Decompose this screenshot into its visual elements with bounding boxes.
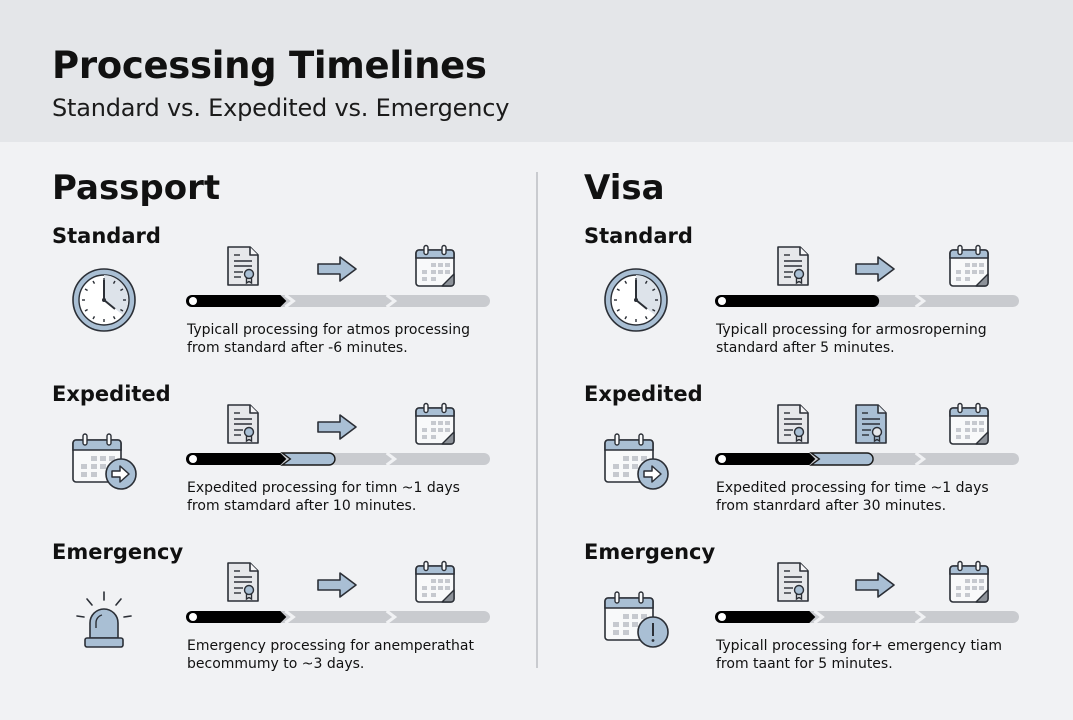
tier-description-line: Typicall processing for armosroperning (716, 322, 987, 338)
step-document-icon (226, 245, 260, 291)
calendar-forward-icon (603, 432, 673, 496)
step-arrow-right-icon (316, 255, 358, 287)
tier-description-line: standard after 5 minutes. (716, 340, 895, 356)
column-title-passport: Passport (52, 168, 221, 208)
step-calendar-icon (948, 560, 990, 608)
step-document-icon (776, 561, 810, 607)
tier-label: Standard (52, 224, 161, 248)
tier-label: Expedited (52, 382, 171, 406)
step-arrow-right-icon (854, 255, 896, 287)
tier-description-line: becommumy to ~3 days. (187, 656, 365, 672)
clock-icon (603, 267, 669, 337)
step-calendar-icon (948, 244, 990, 292)
step-document-highlighted-icon (854, 403, 888, 449)
tier-description-line: from standard after -6 minutes. (187, 340, 408, 356)
step-calendar-icon (414, 560, 456, 608)
step-document-icon (776, 245, 810, 291)
step-calendar-icon (414, 402, 456, 450)
tier-description-line: from stamdard after 10 minutes. (187, 498, 417, 514)
step-document-icon (226, 403, 260, 449)
tier-label: Standard (584, 224, 693, 248)
step-document-icon (776, 403, 810, 449)
column-title-visa: Visa (584, 168, 665, 208)
tier-label: Emergency (584, 540, 716, 564)
tier-description-line: Typicall processing for atmos processing (187, 322, 471, 338)
header-band: Processing Timelines Standard vs. Expedi… (0, 0, 1073, 142)
calendar-alert-icon (603, 590, 673, 654)
tier-description-line: from taant for 5 minutes. (716, 656, 893, 672)
tier-description-line: from stanrdard after 30 minutes. (716, 498, 947, 514)
clock-icon (71, 267, 137, 337)
step-calendar-icon (948, 402, 990, 450)
siren-icon (71, 590, 137, 654)
step-calendar-icon (414, 244, 456, 292)
step-document-icon (226, 561, 260, 607)
tier-label: Expedited (584, 382, 703, 406)
step-arrow-right-icon (316, 413, 358, 445)
tier-description-line: Expedited processing for time ~1 days (716, 480, 989, 496)
tier-description-line: Expedited processing for timn ~1 days (187, 480, 460, 496)
column-divider (536, 172, 538, 668)
page-subtitle: Standard vs. Expedited vs. Emergency (52, 94, 510, 122)
page-title: Processing Timelines (52, 44, 487, 87)
step-arrow-right-icon (316, 571, 358, 603)
tier-description-line: Emergency processing for anemperathat (187, 638, 474, 654)
calendar-forward-icon (71, 432, 141, 496)
step-arrow-right-icon (854, 571, 896, 603)
tier-description-line: Typicall processing for+ emergency tiam (716, 638, 1003, 654)
tier-label: Emergency (52, 540, 184, 564)
